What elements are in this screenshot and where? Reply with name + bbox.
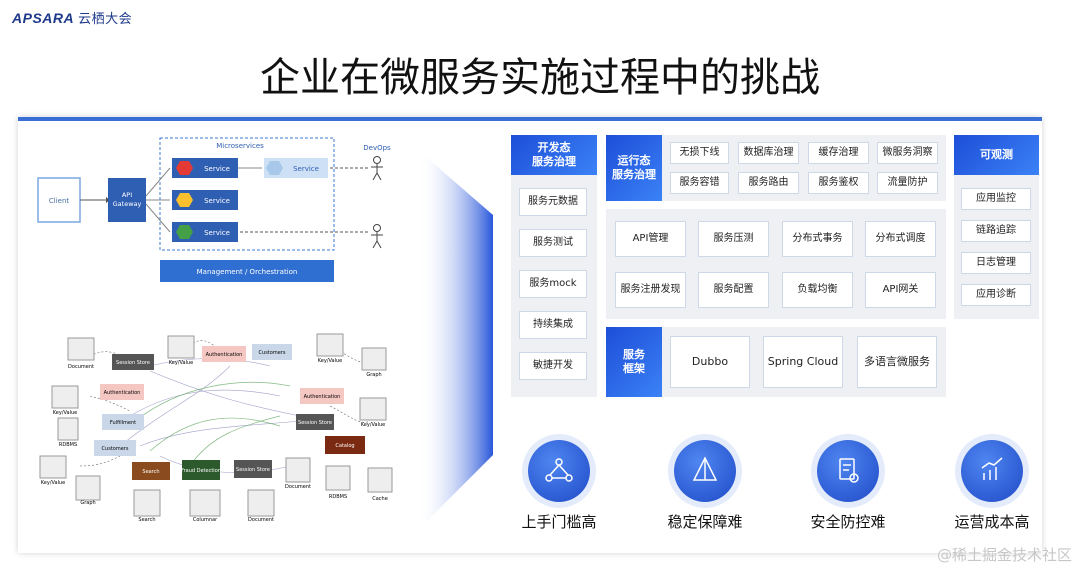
svg-text:Search: Search: [138, 517, 155, 523]
challenge-label: 上手门槛高: [521, 513, 597, 531]
dev-item: 持续集成: [519, 311, 587, 339]
capability-item: 服务压测: [698, 221, 769, 257]
svg-text:Key/Value: Key/Value: [169, 360, 193, 366]
svg-text:Graph: Graph: [80, 500, 95, 506]
person-icon-2: [371, 224, 383, 249]
framework-header: 服务 框架: [606, 327, 662, 397]
panel-accent-bar: [18, 117, 1042, 121]
capability-item: 服务注册发现: [615, 272, 686, 308]
observability-header: 可观测: [954, 135, 1039, 175]
capability-item: 分布式事务: [782, 221, 853, 257]
challenge-label: 安全防控难: [810, 513, 886, 531]
dev-item: 服务测试: [519, 229, 587, 257]
microservices-boundary: [159, 137, 335, 251]
challenge-label: 运营成本高: [954, 513, 1030, 531]
svg-text:Service: Service: [204, 165, 230, 173]
svg-text:Session Store: Session Store: [116, 360, 150, 366]
logo-brand: APSARA: [12, 10, 75, 26]
svg-text:Gateway: Gateway: [113, 200, 142, 208]
svg-text:Authentication: Authentication: [304, 394, 341, 400]
framework-item: Dubbo: [670, 336, 750, 388]
dev-item: 服务mock: [519, 270, 587, 298]
svg-text:Customers: Customers: [259, 350, 286, 356]
observability-item: 应用监控: [961, 188, 1031, 210]
api-gateway-label: API: [122, 191, 132, 199]
framework-item: Spring Cloud: [763, 336, 843, 388]
capability-item: 分布式调度: [865, 221, 936, 257]
svg-text:Key/Value: Key/Value: [41, 480, 65, 486]
person-icon: [371, 156, 383, 181]
svg-text:Columnar: Columnar: [193, 517, 218, 523]
svg-text:Authentication: Authentication: [206, 352, 243, 358]
funnel-graphic: [418, 150, 493, 530]
svg-text:Graph: Graph: [366, 372, 381, 378]
svg-text:Key/Value: Key/Value: [361, 422, 385, 428]
svg-text:Authentication: Authentication: [104, 390, 141, 396]
svg-text:Service: Service: [204, 229, 230, 237]
security-icon: [817, 440, 879, 502]
svg-text:Document: Document: [285, 484, 311, 490]
architecture-diagram: Client API Gateway Microservices Service…: [37, 137, 391, 282]
runtime-item: 服务容错: [670, 172, 729, 194]
capability-item: 负载均衡: [782, 272, 853, 308]
capability-item: API管理: [615, 221, 686, 257]
svg-text:Key/Value: Key/Value: [318, 358, 342, 364]
capability-item: API网关: [865, 272, 936, 308]
hexagon-green-icon: [176, 225, 193, 239]
runtime-item: 数据库治理: [738, 142, 799, 164]
capability-item: 服务配置: [698, 272, 769, 308]
dev-item: 敏捷开发: [519, 352, 587, 380]
network-icon: [528, 440, 590, 502]
runtime-item: 无损下线: [670, 142, 729, 164]
client-label: Client: [49, 197, 70, 205]
runtime-item: 缓存治理: [808, 142, 869, 164]
observability-item: 链路追踪: [961, 220, 1031, 242]
observability-item: 日志管理: [961, 252, 1031, 274]
svg-text:RDBMS: RDBMS: [329, 494, 347, 500]
svg-text:Service: Service: [293, 165, 319, 173]
svg-text:Service: Service: [204, 197, 230, 205]
runtime-governance-header: 运行态 服务治理: [606, 135, 662, 201]
svg-text:RDBMS: RDBMS: [59, 442, 77, 448]
api-gateway-box: [108, 178, 146, 222]
management-bar: [160, 260, 334, 282]
observability-item: 应用诊断: [961, 284, 1031, 306]
framework-item: 多语言微服务: [857, 336, 937, 388]
svg-text:Cache: Cache: [372, 496, 388, 502]
cost-icon: [961, 440, 1023, 502]
dev-item: 服务元数据: [519, 188, 587, 216]
runtime-item: 服务鉴权: [808, 172, 869, 194]
svg-text:Session Store: Session Store: [298, 420, 332, 426]
page-title: 企业在微服务实施过程中的挑战: [260, 55, 820, 101]
mesh-nodes: Document Key/Value Authentication Custom…: [39, 333, 393, 523]
svg-text:Catalog: Catalog: [335, 443, 354, 449]
svg-text:Search: Search: [142, 469, 159, 475]
hexagon-yellow-icon: [176, 193, 193, 207]
management-label: Management / Orchestration: [197, 268, 298, 276]
logo-cn: 云栖大会: [78, 12, 133, 27]
runtime-item: 服务路由: [738, 172, 799, 194]
service-mesh-diagram: Document Key/Value Authentication Custom…: [39, 333, 393, 523]
dev-governance-header: 开发态 服务治理: [511, 135, 597, 175]
svg-text:Document: Document: [68, 364, 94, 370]
runtime-item: 微服务洞察: [877, 142, 938, 164]
svg-text:Fulfillment: Fulfillment: [110, 420, 136, 426]
microservices-label: Microservices: [216, 142, 264, 150]
hexagon-red-icon: [176, 161, 193, 175]
devops-label: DevOps: [363, 144, 391, 152]
watermark: @稀土掘金技术社区: [936, 546, 1072, 564]
client-box: [37, 177, 81, 223]
hexagon-light-icon: [266, 161, 283, 175]
svg-text:Customers: Customers: [102, 446, 129, 452]
challenge-label: 稳定保障难: [667, 513, 743, 531]
svg-text:Key/Value: Key/Value: [53, 410, 77, 416]
svg-text:Session Store: Session Store: [236, 467, 270, 473]
svg-text:Fraud Detection: Fraud Detection: [181, 468, 221, 474]
runtime-item: 流量防护: [877, 172, 938, 194]
pyramid-icon: [674, 440, 736, 502]
svg-text:Document: Document: [248, 517, 274, 523]
